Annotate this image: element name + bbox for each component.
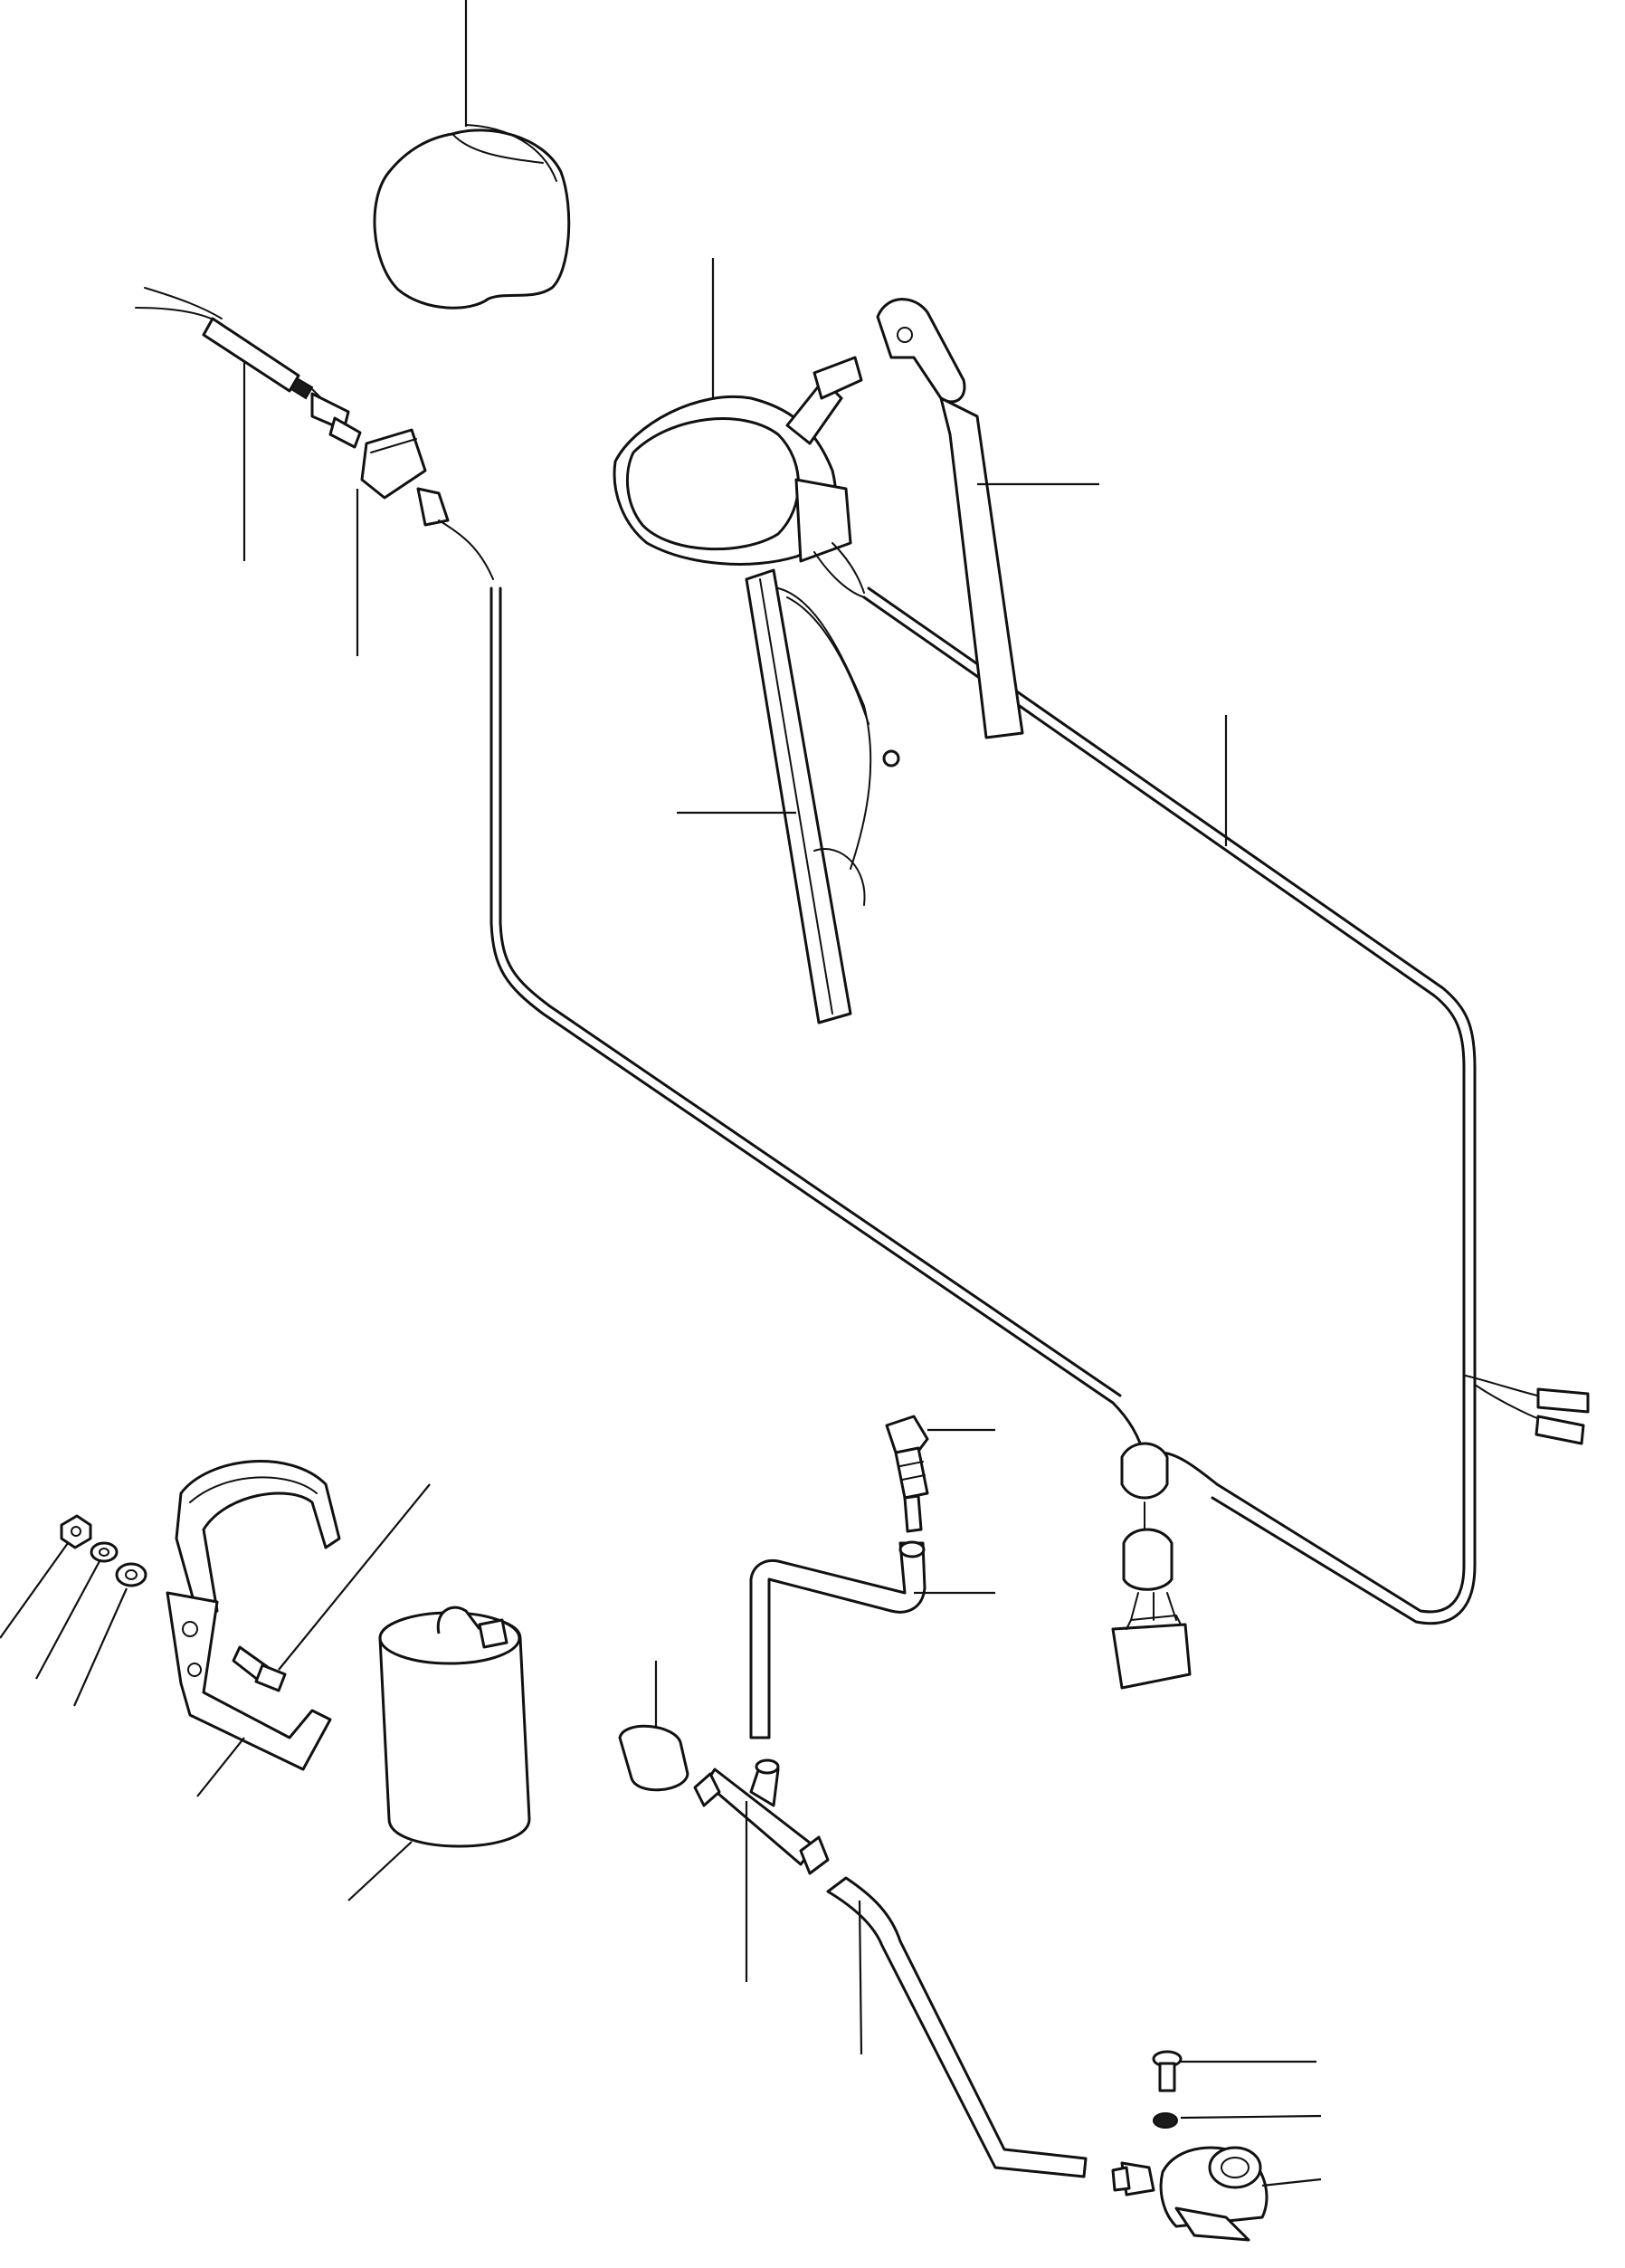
tee-fitting-icon: [693, 1758, 830, 1875]
bolt-icon: [232, 1645, 287, 1692]
wiper-arm-icon: [876, 298, 1024, 739]
hose-icon: [749, 1540, 927, 1739]
lamp-cover-icon: [373, 124, 571, 310]
leader-pump: [1261, 2177, 1322, 2187]
bracket-icon: [166, 1591, 332, 1771]
screw-icon: [1152, 2050, 1183, 2092]
leader-hose-lower: [858, 1900, 863, 2055]
nut-icon: [60, 1514, 92, 1549]
hose-icon-lower: [826, 1876, 1088, 2178]
wiper-motor-icon: [613, 356, 865, 598]
clamp-icon: [175, 1460, 341, 1622]
harness-icon: [489, 586, 1590, 1625]
leader-bracket: [196, 1737, 245, 1797]
leader-washer-1: [35, 1560, 100, 1680]
nozzle-icon: [885, 1415, 929, 1533]
leader-nut: [0, 1542, 69, 1639]
wire-connector-icon: [135, 287, 362, 449]
wiper-blade-icon: [745, 568, 900, 1024]
tank-icon: [378, 1606, 531, 1848]
washer-icon-3: [1153, 2112, 1178, 2129]
leader-washer-2: [72, 1587, 128, 1707]
leader-tank: [347, 1841, 413, 1901]
pump-icon: [1111, 2146, 1269, 2242]
leader-bolt: [278, 1483, 431, 1671]
leader-pump-washer: [1180, 2114, 1322, 2120]
connector-icon: [1111, 1442, 1192, 1690]
plug-icon: [360, 428, 494, 580]
washer-icon-2: [115, 1562, 147, 1587]
washer-icon: [90, 1541, 119, 1563]
sleeve-icon: [618, 1724, 689, 1792]
